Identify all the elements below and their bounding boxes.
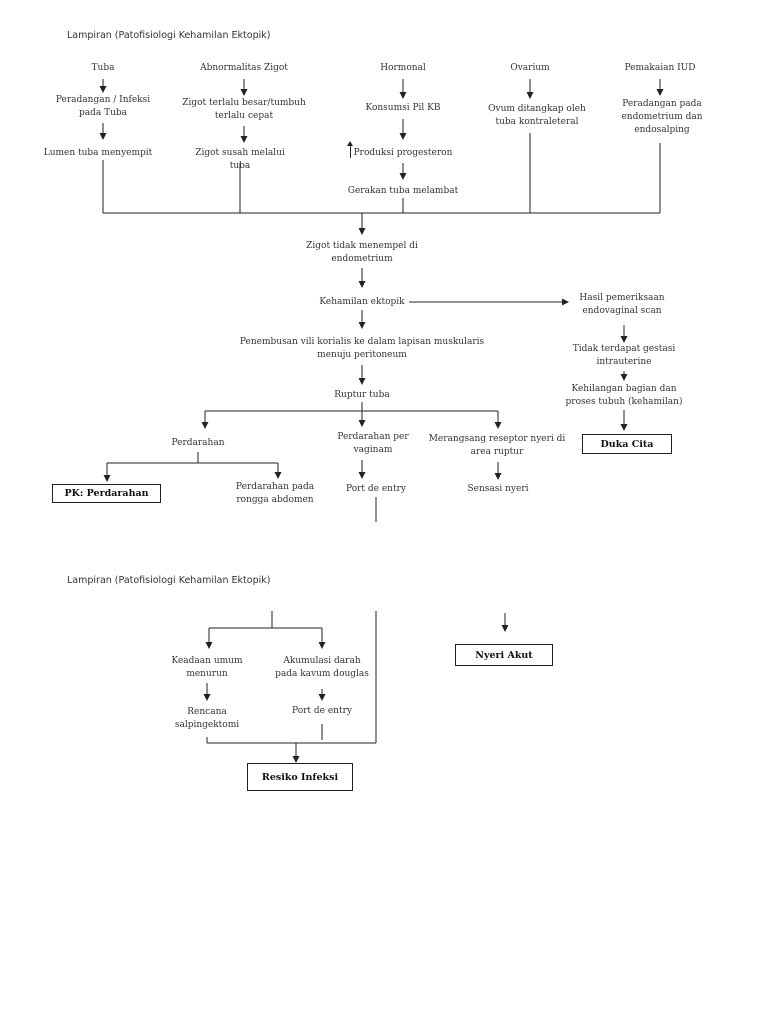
node-zigot-tidak-menempel: Zigot tidak menempel di endometrium (306, 241, 418, 264)
node-peradangan-tuba: Peradangan / Infeksi pada Tuba (55, 95, 151, 118)
node-port-de-entry-2: Port de entry (292, 706, 352, 716)
node-zigot-susah: Zigot susah melalui tuba (195, 148, 285, 171)
node-merangsang-reseptor: Merangsang reseptor nyeri di area ruptur (428, 434, 566, 457)
node-ovarium: Ovarium (510, 63, 550, 73)
node-ovum-ditangkap: Ovum ditangkap oleh tuba kontraleteral (488, 104, 586, 127)
diagnosis-pk-perdarahan: PK: Perdarahan (52, 484, 161, 503)
arrow-up-icon (347, 141, 353, 158)
node-perdarahan: Perdarahan (171, 438, 225, 448)
node-sensasi-nyeri: Sensasi nyeri (467, 484, 529, 494)
node-perdarahan-abdomen: Perdarahan pada rongga abdomen (235, 482, 315, 505)
node-port-de-entry-1: Port de entry (346, 484, 406, 494)
node-hasil-pemeriksaan: Hasil pemeriksaan endovaginal scan (579, 293, 665, 316)
diagnosis-duka-cita: Duka Cita (582, 434, 672, 454)
node-rencana-salpingektomi: Rencana salpingektomi (174, 707, 240, 730)
node-keadaan-umum: Keadaan umum menurun (171, 656, 243, 679)
node-tuba: Tuba (91, 63, 115, 73)
diagnosis-resiko-infeksi: Resiko Infeksi (247, 763, 353, 791)
page-header-1: Lampiran (Patofisiologi Kehamilan Ektopi… (67, 30, 271, 41)
node-akumulasi-darah: Akumulasi darah pada kavum douglas (275, 656, 369, 679)
node-kehamilan-ektopik: Kehamilan ektopik (319, 297, 405, 307)
node-penembusan-vili: Penembusan vili korialis ke dalam lapisa… (239, 337, 485, 360)
node-gerakan-tuba: Gerakan tuba melambat (347, 186, 459, 196)
node-produksi-progesteron: Produksi progesteron (353, 148, 453, 158)
node-tidak-terdapat-gestasi: Tidak terdapat gestasi intrauterine (572, 344, 676, 367)
node-kehilangan-bagian: Kehilangan bagian dan proses tubuh (keha… (565, 384, 683, 407)
page-header-2: Lampiran (Patofisiologi Kehamilan Ektopi… (67, 575, 271, 586)
node-lumen-tuba: Lumen tuba menyempit (43, 148, 153, 158)
node-konsumsi-pil: Konsumsi Pil KB (365, 103, 441, 113)
node-zigot-besar: Zigot terlalu besar/tumbuh terlalu cepat (182, 98, 306, 121)
node-hormonal: Hormonal (380, 63, 426, 73)
node-abnormalitas-zigot: Abnormalitas Zigot (200, 63, 288, 73)
node-peradangan-endometrium: Peradangan pada endometrium dan endosalp… (621, 99, 703, 135)
diagnosis-nyeri-akut: Nyeri Akut (455, 644, 553, 666)
node-perdarahan-vaginam: Perdarahan per vaginam (337, 432, 409, 455)
node-ruptur-tuba: Ruptur tuba (334, 390, 390, 400)
node-pemakaian-iud: Pemakaian IUD (624, 63, 696, 73)
